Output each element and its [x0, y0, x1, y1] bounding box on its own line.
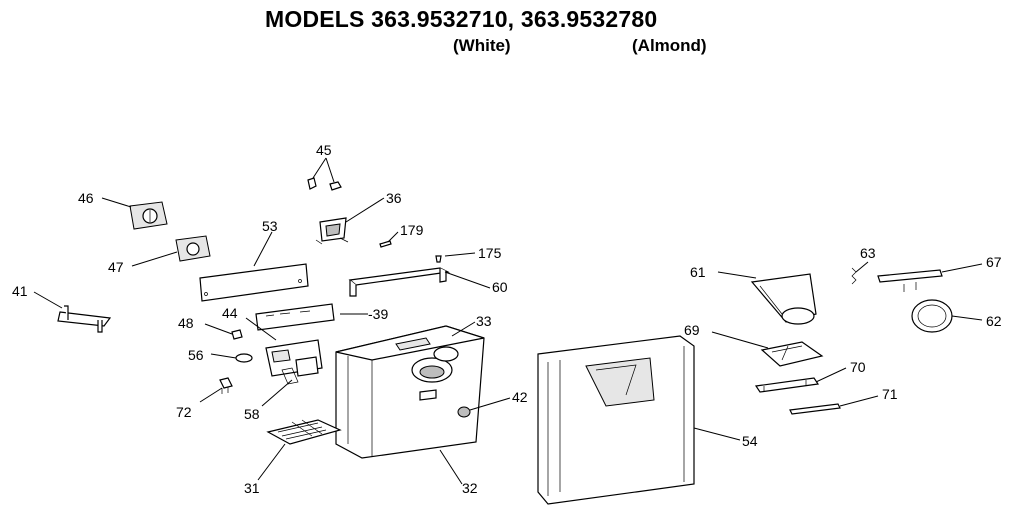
- label-61: 61: [690, 264, 706, 280]
- part-72-switch: [199, 377, 233, 403]
- label-71: 71: [882, 386, 898, 402]
- label-42: 42: [512, 389, 528, 405]
- part-46-bezel: [101, 197, 168, 230]
- part-58-housing: [245, 317, 323, 407]
- part-56-grommet: [210, 353, 253, 363]
- part-47-cover: [131, 235, 211, 267]
- label-67: 67: [986, 254, 1002, 270]
- part-67-bracket: [877, 263, 983, 292]
- part-175-screw: [435, 252, 476, 263]
- label-72: 72: [176, 404, 192, 420]
- part-71-rod: [789, 395, 879, 415]
- label-54: 54: [742, 433, 758, 449]
- label-32: 32: [462, 480, 478, 496]
- part-63-spring: [851, 261, 869, 285]
- part-70-lever: [754, 367, 847, 393]
- part-39-panel: [255, 303, 368, 331]
- label-33: 33: [476, 313, 492, 329]
- label-56: 56: [188, 347, 204, 363]
- label-41: 41: [12, 283, 28, 299]
- part-48-block: [204, 323, 243, 340]
- label-48: 48: [178, 315, 194, 331]
- part-60-channel: [348, 267, 491, 297]
- label-70: 70: [850, 359, 866, 375]
- part-45-clips: [307, 157, 342, 191]
- label-47: 47: [108, 259, 124, 275]
- label-45: 45: [316, 142, 332, 158]
- almond-variant-label: (Almond): [632, 36, 707, 55]
- label-53: 53: [262, 218, 278, 234]
- label-69: 69: [684, 322, 700, 338]
- label-62: 62: [986, 313, 1002, 329]
- label-60: 60: [492, 279, 508, 295]
- part-69-flap: [711, 331, 824, 367]
- label-36: 36: [386, 190, 402, 206]
- part-36-bracket: [315, 197, 385, 245]
- label-39: -39: [368, 306, 388, 322]
- part-32-main-housing: [335, 321, 485, 485]
- part-179-screw: [379, 231, 399, 248]
- label-58: 58: [244, 406, 260, 422]
- label-63: 63: [860, 245, 876, 261]
- label-44: 44: [222, 305, 238, 321]
- label-179: 179: [400, 222, 424, 238]
- part-31-drip-tray: [257, 419, 342, 481]
- models-heading: MODELS 363.9532710, 363.9532780: [265, 6, 658, 32]
- part-62-ring: [911, 299, 983, 333]
- part-61-chute: [717, 271, 817, 325]
- label-31: 31: [244, 480, 260, 496]
- part-54-facade: [537, 335, 741, 505]
- label-175: 175: [478, 245, 502, 261]
- part-42-knob: [457, 397, 511, 418]
- white-variant-label: (White): [453, 36, 511, 55]
- part-41-bracket: [33, 291, 112, 333]
- part-53-plate: [199, 231, 309, 302]
- label-46: 46: [78, 190, 94, 206]
